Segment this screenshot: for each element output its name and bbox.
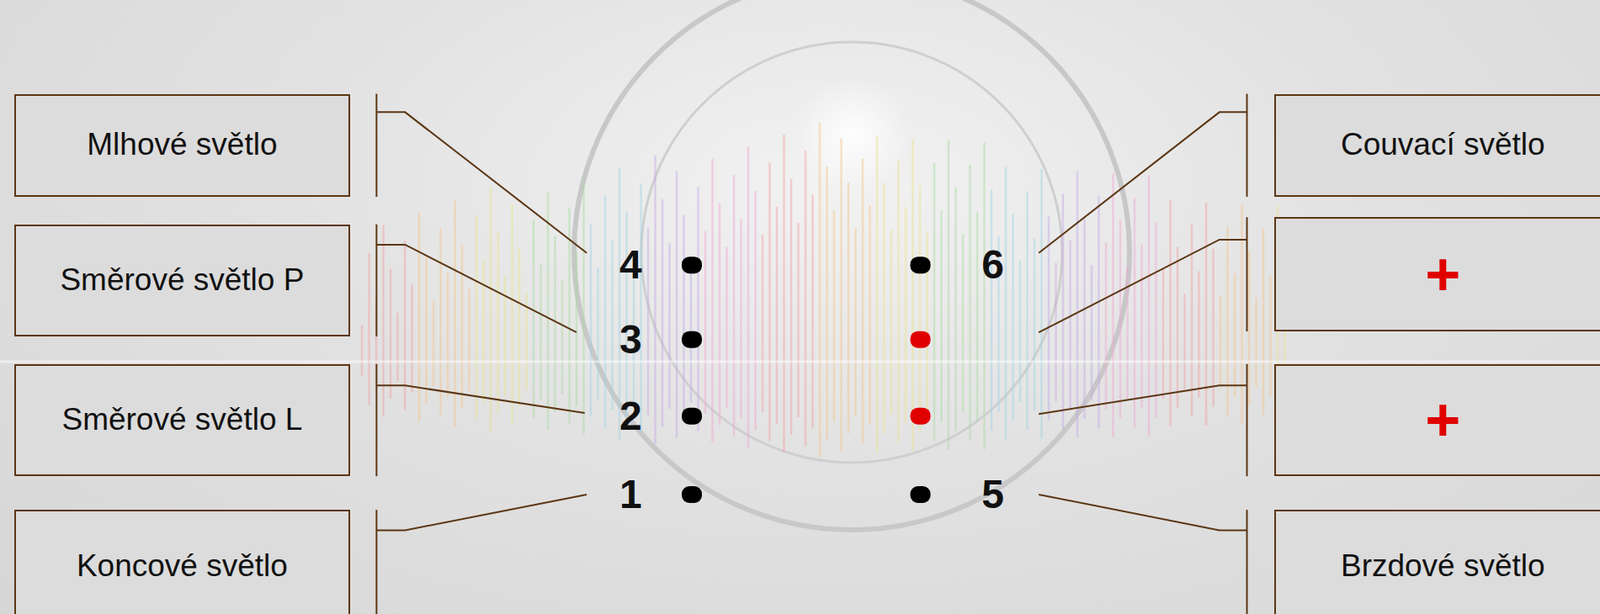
pin-dot	[681, 408, 702, 426]
light-box: Mlhové světlo	[14, 94, 351, 197]
pin-number: 2	[619, 396, 643, 437]
box-label: Směrové světlo L	[61, 402, 303, 439]
pin-number: 5	[981, 474, 1005, 516]
light-box: +	[1274, 217, 1600, 332]
light-box: Směrové světlo L	[14, 364, 351, 477]
pin-dot	[910, 408, 931, 426]
leader-line	[1038, 385, 1247, 415]
box-label: +	[1424, 239, 1461, 310]
equalizer-baseline	[0, 361, 1600, 364]
bracket-line	[375, 510, 378, 614]
box-label: Mlhové světlo	[86, 127, 277, 164]
bracket-line	[375, 364, 378, 477]
leader-line	[376, 385, 585, 414]
leader-line	[376, 494, 587, 531]
box-label: +	[1424, 385, 1461, 456]
light-box: Brzdové světlo	[1274, 510, 1600, 614]
light-box: Směrové světlo P	[14, 224, 351, 337]
leader-line	[1038, 111, 1247, 253]
pin-dot	[910, 331, 931, 349]
box-label: Koncové světlo	[76, 548, 288, 585]
light-box: Couvací světlo	[1274, 94, 1600, 197]
speaker-ring	[641, 42, 1063, 463]
box-label: Brzdové světlo	[1340, 548, 1546, 585]
equalizer-bars	[361, 122, 1286, 458]
pin-number: 3	[619, 319, 643, 361]
pin-number: 1	[619, 474, 643, 516]
leader-line	[376, 244, 577, 333]
pin-dot	[681, 486, 702, 504]
box-label: Couvací světlo	[1340, 127, 1546, 164]
leader-line	[1038, 239, 1247, 333]
pin-dot	[681, 331, 702, 349]
pin-number: 6	[981, 244, 1005, 286]
bracket-line	[1246, 364, 1249, 477]
bracket-line	[1246, 510, 1249, 614]
bracket-line	[375, 94, 378, 197]
speaker-highlight	[792, 75, 911, 194]
bracket-line	[375, 224, 378, 337]
box-label: Směrové světlo P	[59, 262, 304, 299]
bracket-line	[1246, 94, 1249, 197]
pin-dot	[910, 486, 931, 504]
pin-dot	[910, 256, 931, 274]
light-box: +	[1274, 364, 1600, 477]
light-box: Koncové světlo	[14, 510, 351, 614]
pin-dot	[681, 256, 702, 274]
leader-line	[376, 111, 587, 253]
bracket-line	[1246, 217, 1249, 332]
speaker-ring	[574, 0, 1130, 531]
pin-number: 4	[619, 244, 643, 286]
leader-line	[1038, 494, 1247, 531]
